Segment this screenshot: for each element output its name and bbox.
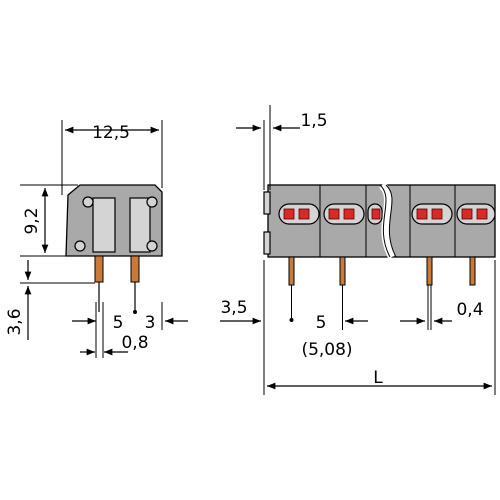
side-hole-top-right [146, 196, 158, 208]
front-end-plate-top [263, 191, 271, 215]
front-pin-4 [469, 256, 476, 286]
front-pin-1 [288, 256, 295, 286]
led-1b [298, 208, 310, 220]
led-1a [283, 208, 295, 220]
dim-side-width: 12,5 [92, 123, 130, 143]
led-2a [328, 208, 340, 220]
dim-front-pitch-alt: (5,08) [301, 340, 352, 360]
side-hole-bottom-left [74, 240, 86, 252]
led-3a [371, 208, 381, 220]
dim-front-pitch: 5 [316, 313, 327, 333]
dim-pitch-left: 5 [113, 313, 124, 333]
dim-side-height: 9,2 [22, 207, 42, 234]
dim-total-length: L [373, 368, 383, 388]
dim-pin-length: 3,6 [5, 308, 25, 335]
dim-front-pin-width: 0,4 [456, 300, 483, 320]
dim-offset-right: 3 [145, 313, 156, 333]
led-5b [476, 208, 488, 220]
led-5a [461, 208, 473, 220]
led-4b [431, 208, 443, 220]
side-slot-right [129, 197, 151, 253]
front-pin-2 [339, 256, 346, 286]
front-pin-3 [426, 256, 433, 286]
side-view: 12,5 9,2 3,6 5 3 0,8 [5, 120, 188, 358]
front-view: 1,5 3,5 5 (5,08) 0,4 L [220, 105, 496, 395]
side-hole-bottom-right [146, 240, 158, 252]
dim-pin-thickness: 0,8 [121, 333, 148, 353]
side-hole-top-left [82, 196, 94, 208]
dim-top-offset: 1,5 [300, 111, 327, 131]
dim-front-offset: 3,5 [220, 298, 247, 318]
side-slot-left [92, 197, 116, 253]
led-2b [343, 208, 355, 220]
front-end-plate-bottom [263, 231, 271, 255]
led-row [278, 203, 496, 225]
side-pin-right [130, 255, 140, 283]
led-4a [416, 208, 428, 220]
side-pin-left [94, 255, 104, 283]
